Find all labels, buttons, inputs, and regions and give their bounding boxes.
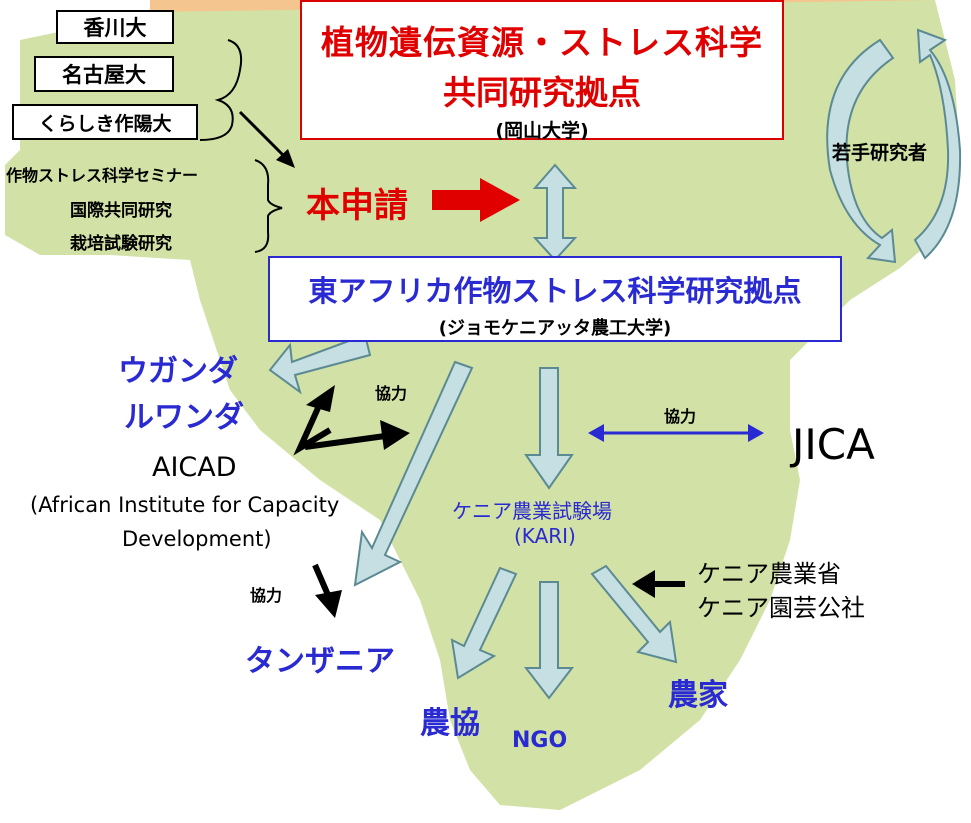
beneficiary-farmers: 農家 <box>668 678 728 713</box>
cooperation-label-jica: 協力 <box>664 407 697 426</box>
aicad-name: AICAD <box>152 452 237 483</box>
top-hub-title-line1: 植物遺伝資源・ストレス科学 <box>321 23 763 62</box>
cooperation-label-aicad: 協力 <box>375 384 408 403</box>
program-bracket <box>254 159 283 253</box>
top-hub-subtitle: (岡山大学) <box>495 120 589 142</box>
kari-abbr: (KARI) <box>514 524 576 548</box>
program-joint-research: 国際共同研究 <box>70 201 172 221</box>
program-cultivation: 栽培試験研究 <box>70 234 172 254</box>
beneficiary-coop: 農協 <box>420 706 480 741</box>
africa-continent <box>5 0 960 810</box>
arrow-to-kari <box>524 367 574 490</box>
cycle-arrow-right <box>913 28 962 260</box>
country-uganda: ウガンダ <box>118 354 238 389</box>
young-researchers-label: 若手研究者 <box>832 142 928 164</box>
top-hub-title-line2: 共同研究拠点 <box>443 73 641 112</box>
east-africa-hub-title: 東アフリカ作物ストレス科学研究拠点 <box>308 274 802 308</box>
beneficiary-ngo: NGO <box>512 728 568 753</box>
program-seminar: 作物ストレス科学セミナー <box>6 166 199 185</box>
aicad-full-line1: (African Institute for Capacity <box>30 493 340 517</box>
aicad-arrow-down <box>312 563 331 597</box>
university-arrow <box>238 110 290 162</box>
ministry-horticulture: ケニア園芸公社 <box>697 594 865 622</box>
country-tanzania: タンザニア <box>245 644 395 679</box>
application-label: 本申請 <box>306 186 408 226</box>
kari-name: ケニア農業試験場 <box>452 499 612 523</box>
arrow-to-tanzania <box>353 360 474 587</box>
university-bracket <box>199 39 243 141</box>
aicad-arrow-right <box>304 433 386 450</box>
arrow-to-ngo <box>523 581 575 700</box>
top-hub-box: 植物遺伝資源・ストレス科学 共同研究拠点 (岡山大学) <box>300 0 784 142</box>
university-box-kagawa: 香川大 <box>56 10 174 44</box>
red-arrow <box>432 178 520 222</box>
university-box-kurashiki: くらしき作陽大 <box>12 104 198 140</box>
east-africa-hub-subtitle: (ジョモケニアッタ農工大学) <box>438 318 672 339</box>
aicad-full-line2: Development) <box>122 527 272 551</box>
arrow-to-uganda <box>268 333 372 395</box>
ministry-agriculture: ケニア農業省 <box>697 560 841 588</box>
university-box-nagoya: 名古屋大 <box>34 56 174 92</box>
cooperation-label-tanzania: 協力 <box>250 586 283 605</box>
east-africa-hub-box: 東アフリカ作物ストレス科学研究拠点 (ジョモケニアッタ農工大学) <box>268 256 842 342</box>
aicad-arrow-up <box>293 406 332 456</box>
country-rwanda: ルワンダ <box>124 400 244 435</box>
jica-label: JICA <box>792 420 875 469</box>
cycle-arrow-left <box>826 38 897 264</box>
arrow-to-farmers <box>590 564 678 664</box>
arrow-to-coop <box>450 566 518 680</box>
